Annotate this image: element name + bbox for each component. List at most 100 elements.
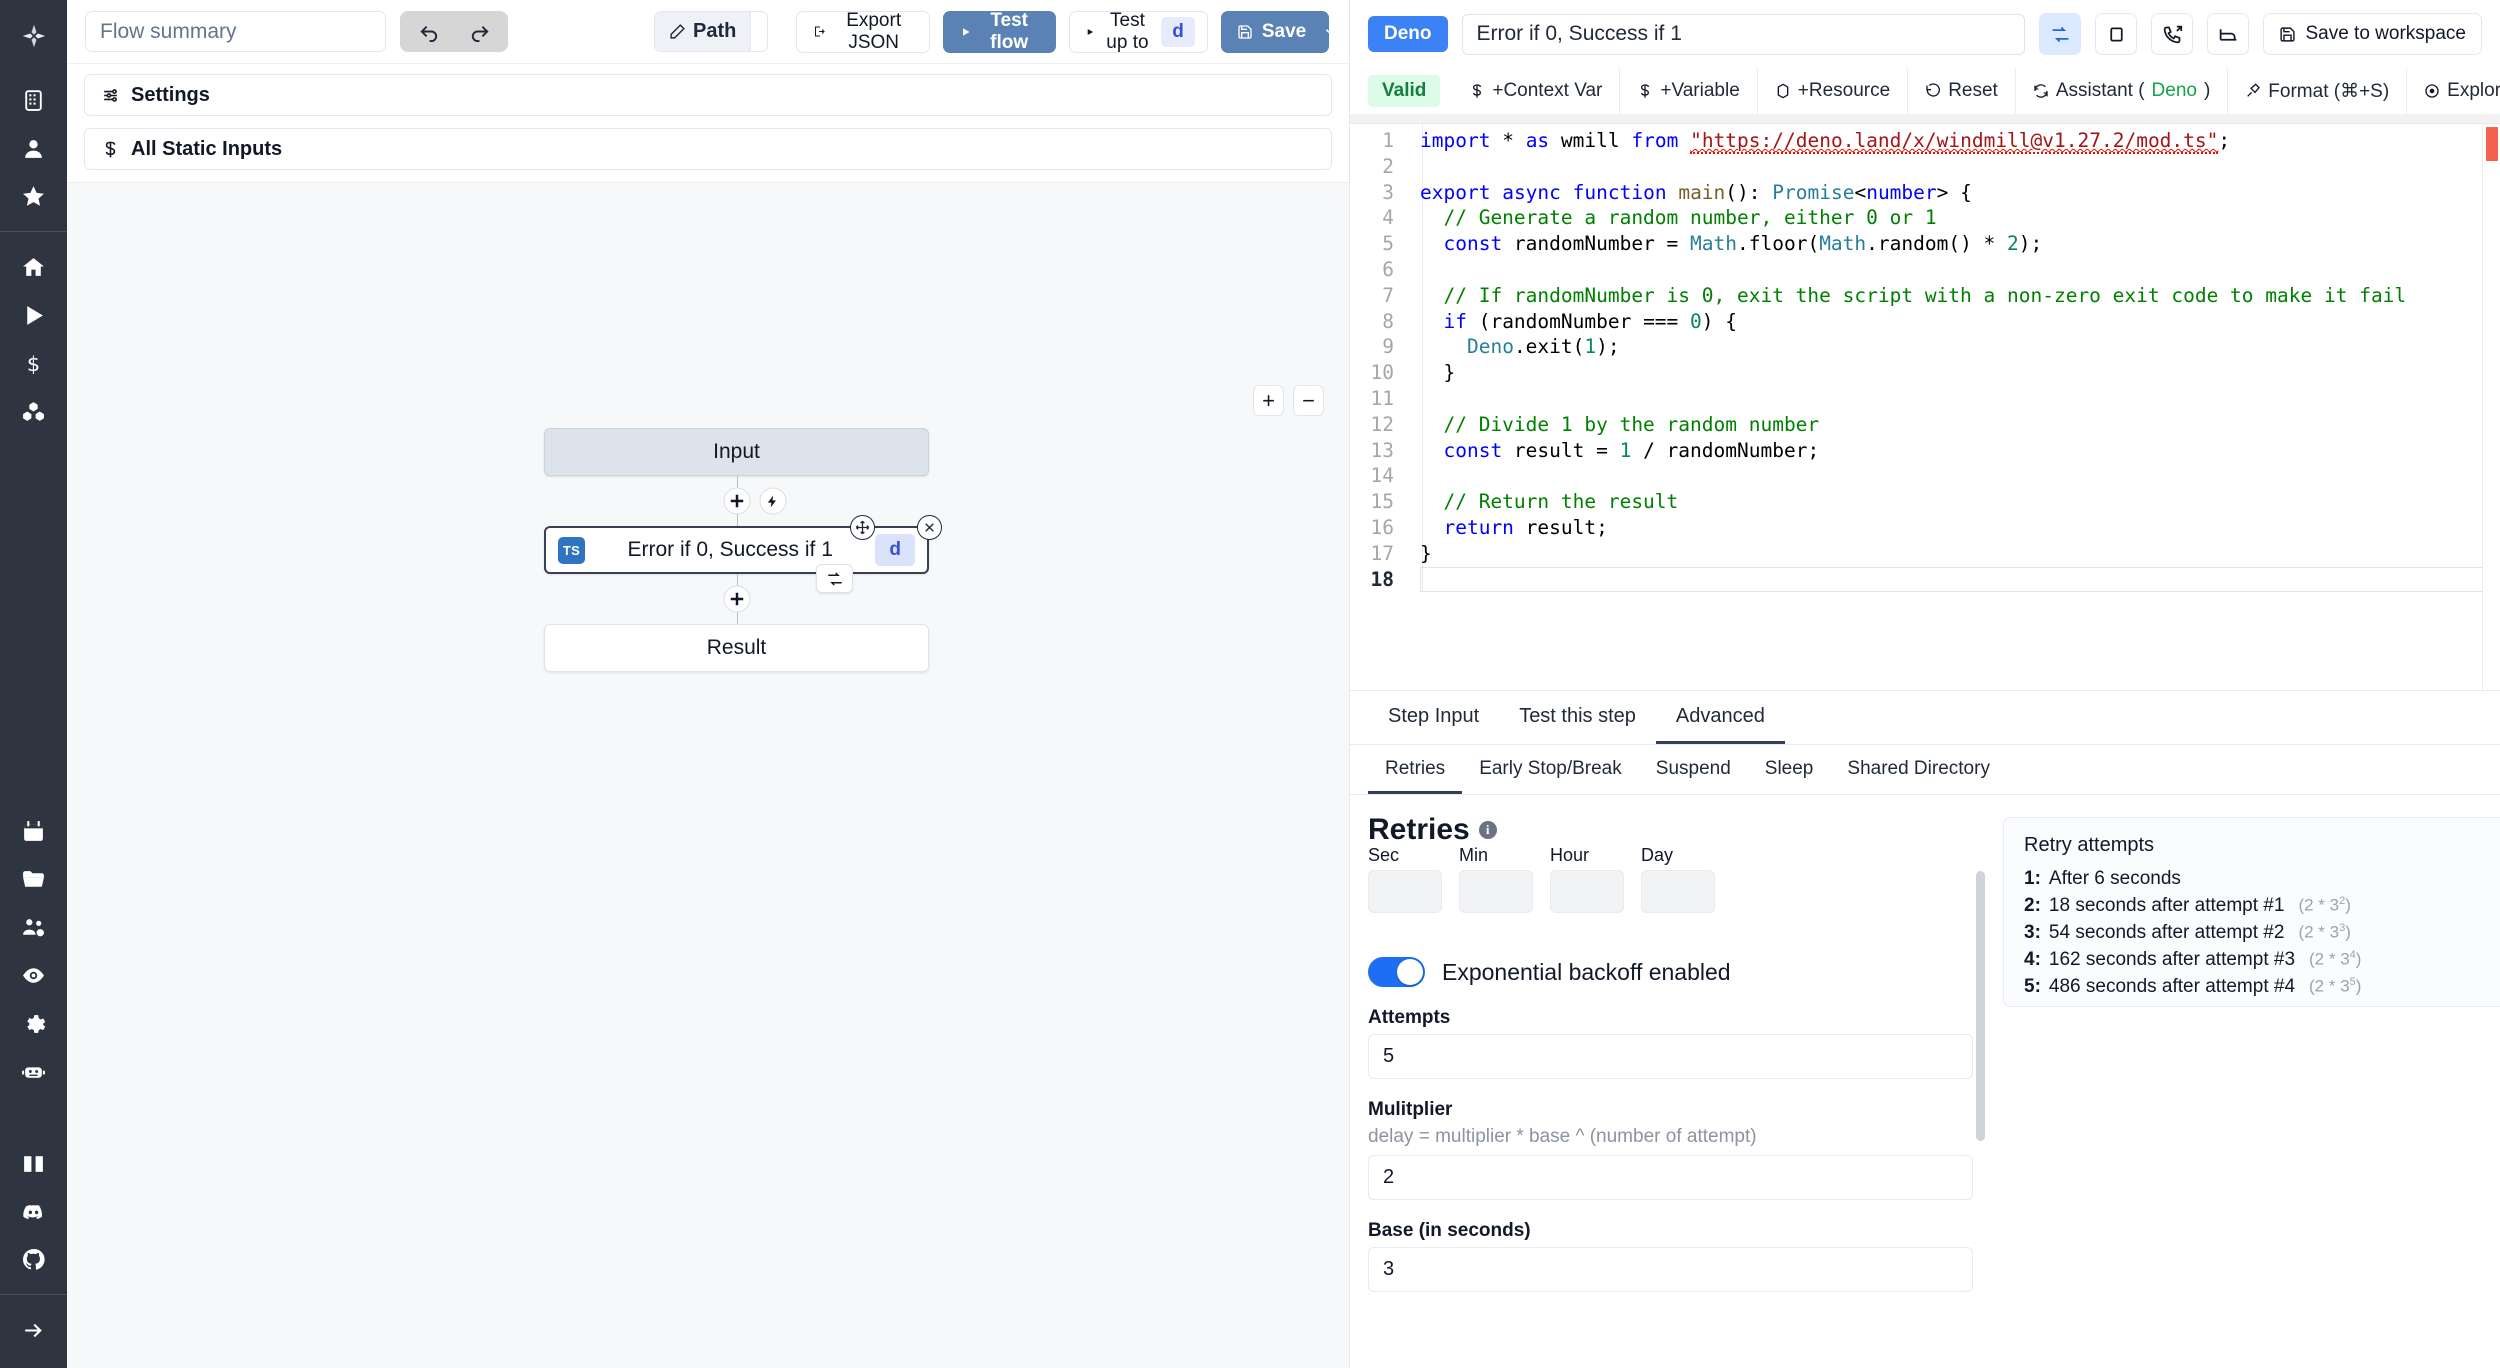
tab-step-input[interactable]: Step Input: [1388, 705, 1480, 727]
code-text: // Divide 1 by the random number: [1420, 412, 1820, 436]
delete-step-icon[interactable]: [917, 515, 942, 540]
folders-icon[interactable]: [12, 855, 56, 903]
subtab-sleep[interactable]: Sleep: [1764, 758, 1814, 779]
all-static-inputs-row[interactable]: All Static Inputs: [84, 128, 1332, 170]
retry-delay-input-sec[interactable]: [1368, 870, 1442, 913]
retry-icon[interactable]: [2039, 13, 2082, 55]
move-handle-icon[interactable]: [850, 515, 875, 540]
flow-canvas[interactable]: + − Input TS Error: [67, 182, 1349, 1368]
path-field: Path: [654, 11, 769, 52]
retry-delay-input-day[interactable]: [1641, 870, 1715, 913]
tab-advanced[interactable]: Advanced: [1655, 705, 1785, 744]
sleep-icon[interactable]: [2207, 13, 2250, 55]
step-node-d[interactable]: TS Error if 0, Success if 1 d: [544, 515, 942, 593]
undo-button[interactable]: [404, 13, 454, 50]
exponential-backoff-toggle[interactable]: [1368, 957, 1425, 987]
base-label: Base (in seconds): [1368, 1220, 1531, 1241]
insert-step-button-2[interactable]: [723, 585, 750, 613]
add-variable-button[interactable]: +Variable: [1620, 68, 1758, 114]
top-toolbar: Path Export JSON Test flow Test up to d: [67, 0, 1349, 64]
retry-delay-hour: Hour: [1550, 845, 1624, 913]
zoom-in-button[interactable]: +: [1253, 385, 1284, 416]
insert-trigger-button[interactable]: [759, 487, 786, 515]
result-node[interactable]: Result: [544, 624, 929, 672]
retry-delay-input-hour[interactable]: [1550, 870, 1624, 913]
subtab-shared-directory[interactable]: Shared Directory: [1847, 758, 1990, 779]
flow-summary-input[interactable]: [85, 11, 386, 52]
groups-icon[interactable]: [12, 903, 56, 951]
save-to-workspace-button[interactable]: Save to workspace: [2263, 13, 2482, 55]
result-node-label: Result: [706, 636, 767, 659]
script-name-input[interactable]: [1461, 13, 2026, 55]
multiplier-field: Mulitplier delay = multiplier * base ^ (…: [1368, 1099, 1973, 1200]
discord-icon[interactable]: [12, 1187, 56, 1235]
schedules-icon[interactable]: [12, 807, 56, 855]
code-text: // If randomNumber is 0, exit the script…: [1420, 283, 2407, 307]
save-to-workspace-label: Save to workspace: [2305, 23, 2466, 44]
home-icon[interactable]: [12, 243, 56, 291]
base-input[interactable]: [1368, 1247, 1973, 1292]
runs-icon[interactable]: [12, 291, 56, 339]
toggle-knob: [1397, 959, 1423, 985]
stop-icon[interactable]: [2095, 13, 2138, 55]
undo-redo-group: [400, 11, 508, 52]
suspend-icon[interactable]: [2151, 13, 2194, 55]
editor-overview-ruler[interactable]: [2482, 124, 2500, 690]
save-dropdown-button[interactable]: [1322, 11, 1330, 53]
reset-button[interactable]: Reset: [1908, 68, 2016, 114]
input-node[interactable]: Input: [544, 428, 929, 476]
retry-attempt-row: 1:After 6 seconds: [2024, 868, 2500, 890]
settings-icon[interactable]: [12, 999, 56, 1047]
attempts-input[interactable]: [1368, 1034, 1973, 1079]
windmill-logo-icon[interactable]: [12, 14, 56, 58]
github-icon[interactable]: [12, 1235, 56, 1283]
subtab-early-stop-break[interactable]: Early Stop/Break: [1479, 758, 1622, 779]
retries-heading: Retries i: [1368, 813, 1973, 847]
tab-test-this-step[interactable]: Test this step: [1519, 705, 1636, 727]
retry-attempt-row: 5:486 seconds after attempt #4(2 * 35): [2024, 976, 2500, 998]
variables-icon[interactable]: $: [12, 339, 56, 387]
test-flow-button[interactable]: Test flow: [943, 9, 1056, 53]
subtab-suspend[interactable]: Suspend: [1655, 758, 1731, 779]
add-resource-button[interactable]: +Resource: [1758, 68, 1909, 114]
info-icon[interactable]: i: [1478, 821, 1497, 839]
format-icon: [2247, 83, 2261, 97]
user-icon[interactable]: [12, 124, 56, 172]
insert-step-button[interactable]: [723, 487, 750, 515]
advanced-subtabs: Retries Early Stop/Break Suspend Sleep Share…: [1350, 745, 2500, 795]
star-icon[interactable]: [12, 172, 56, 220]
test-flow-label: Test flow: [990, 9, 1029, 53]
path-label-chip[interactable]: Path: [655, 12, 752, 51]
resources-icon[interactable]: [12, 387, 56, 435]
expand-sidebar-icon[interactable]: [12, 1306, 56, 1354]
docs-icon[interactable]: [12, 1139, 56, 1187]
test-up-to-button[interactable]: Test up to d: [1068, 10, 1208, 53]
retries-scrollbar[interactable]: [1976, 871, 1985, 1141]
settings-row[interactable]: Settings: [84, 74, 1332, 116]
path-input[interactable]: [751, 12, 768, 51]
code-text: }: [1420, 541, 1432, 565]
audit-logs-icon[interactable]: [12, 951, 56, 999]
workspace-icon[interactable]: [12, 76, 56, 124]
multiplier-input[interactable]: [1368, 1155, 1973, 1200]
workers-icon[interactable]: [12, 1047, 56, 1095]
add-context-var-button[interactable]: +Context Var: [1452, 68, 1621, 114]
step-retry-indicator-icon[interactable]: [816, 564, 853, 593]
format-button[interactable]: Format (⌘+S): [2228, 68, 2408, 114]
assistant-button[interactable]: Assistant (Deno): [2016, 68, 2229, 114]
line-number: 3: [1382, 180, 1394, 204]
save-button[interactable]: Save: [1221, 11, 1322, 53]
subtab-retries[interactable]: Retries: [1368, 758, 1463, 794]
export-json-button[interactable]: Export JSON: [796, 10, 931, 53]
step-node-title: Error if 0, Success if 1: [627, 538, 833, 561]
language-badge: Deno: [1368, 16, 1448, 52]
retry-delay-input-min[interactable]: [1459, 870, 1533, 913]
redo-button[interactable]: [454, 13, 504, 50]
retry-delay-label: Sec: [1368, 845, 1400, 865]
explore-other-scripts-button[interactable]: Explore other s: [2407, 68, 2500, 114]
zoom-out-button[interactable]: −: [1293, 385, 1324, 416]
